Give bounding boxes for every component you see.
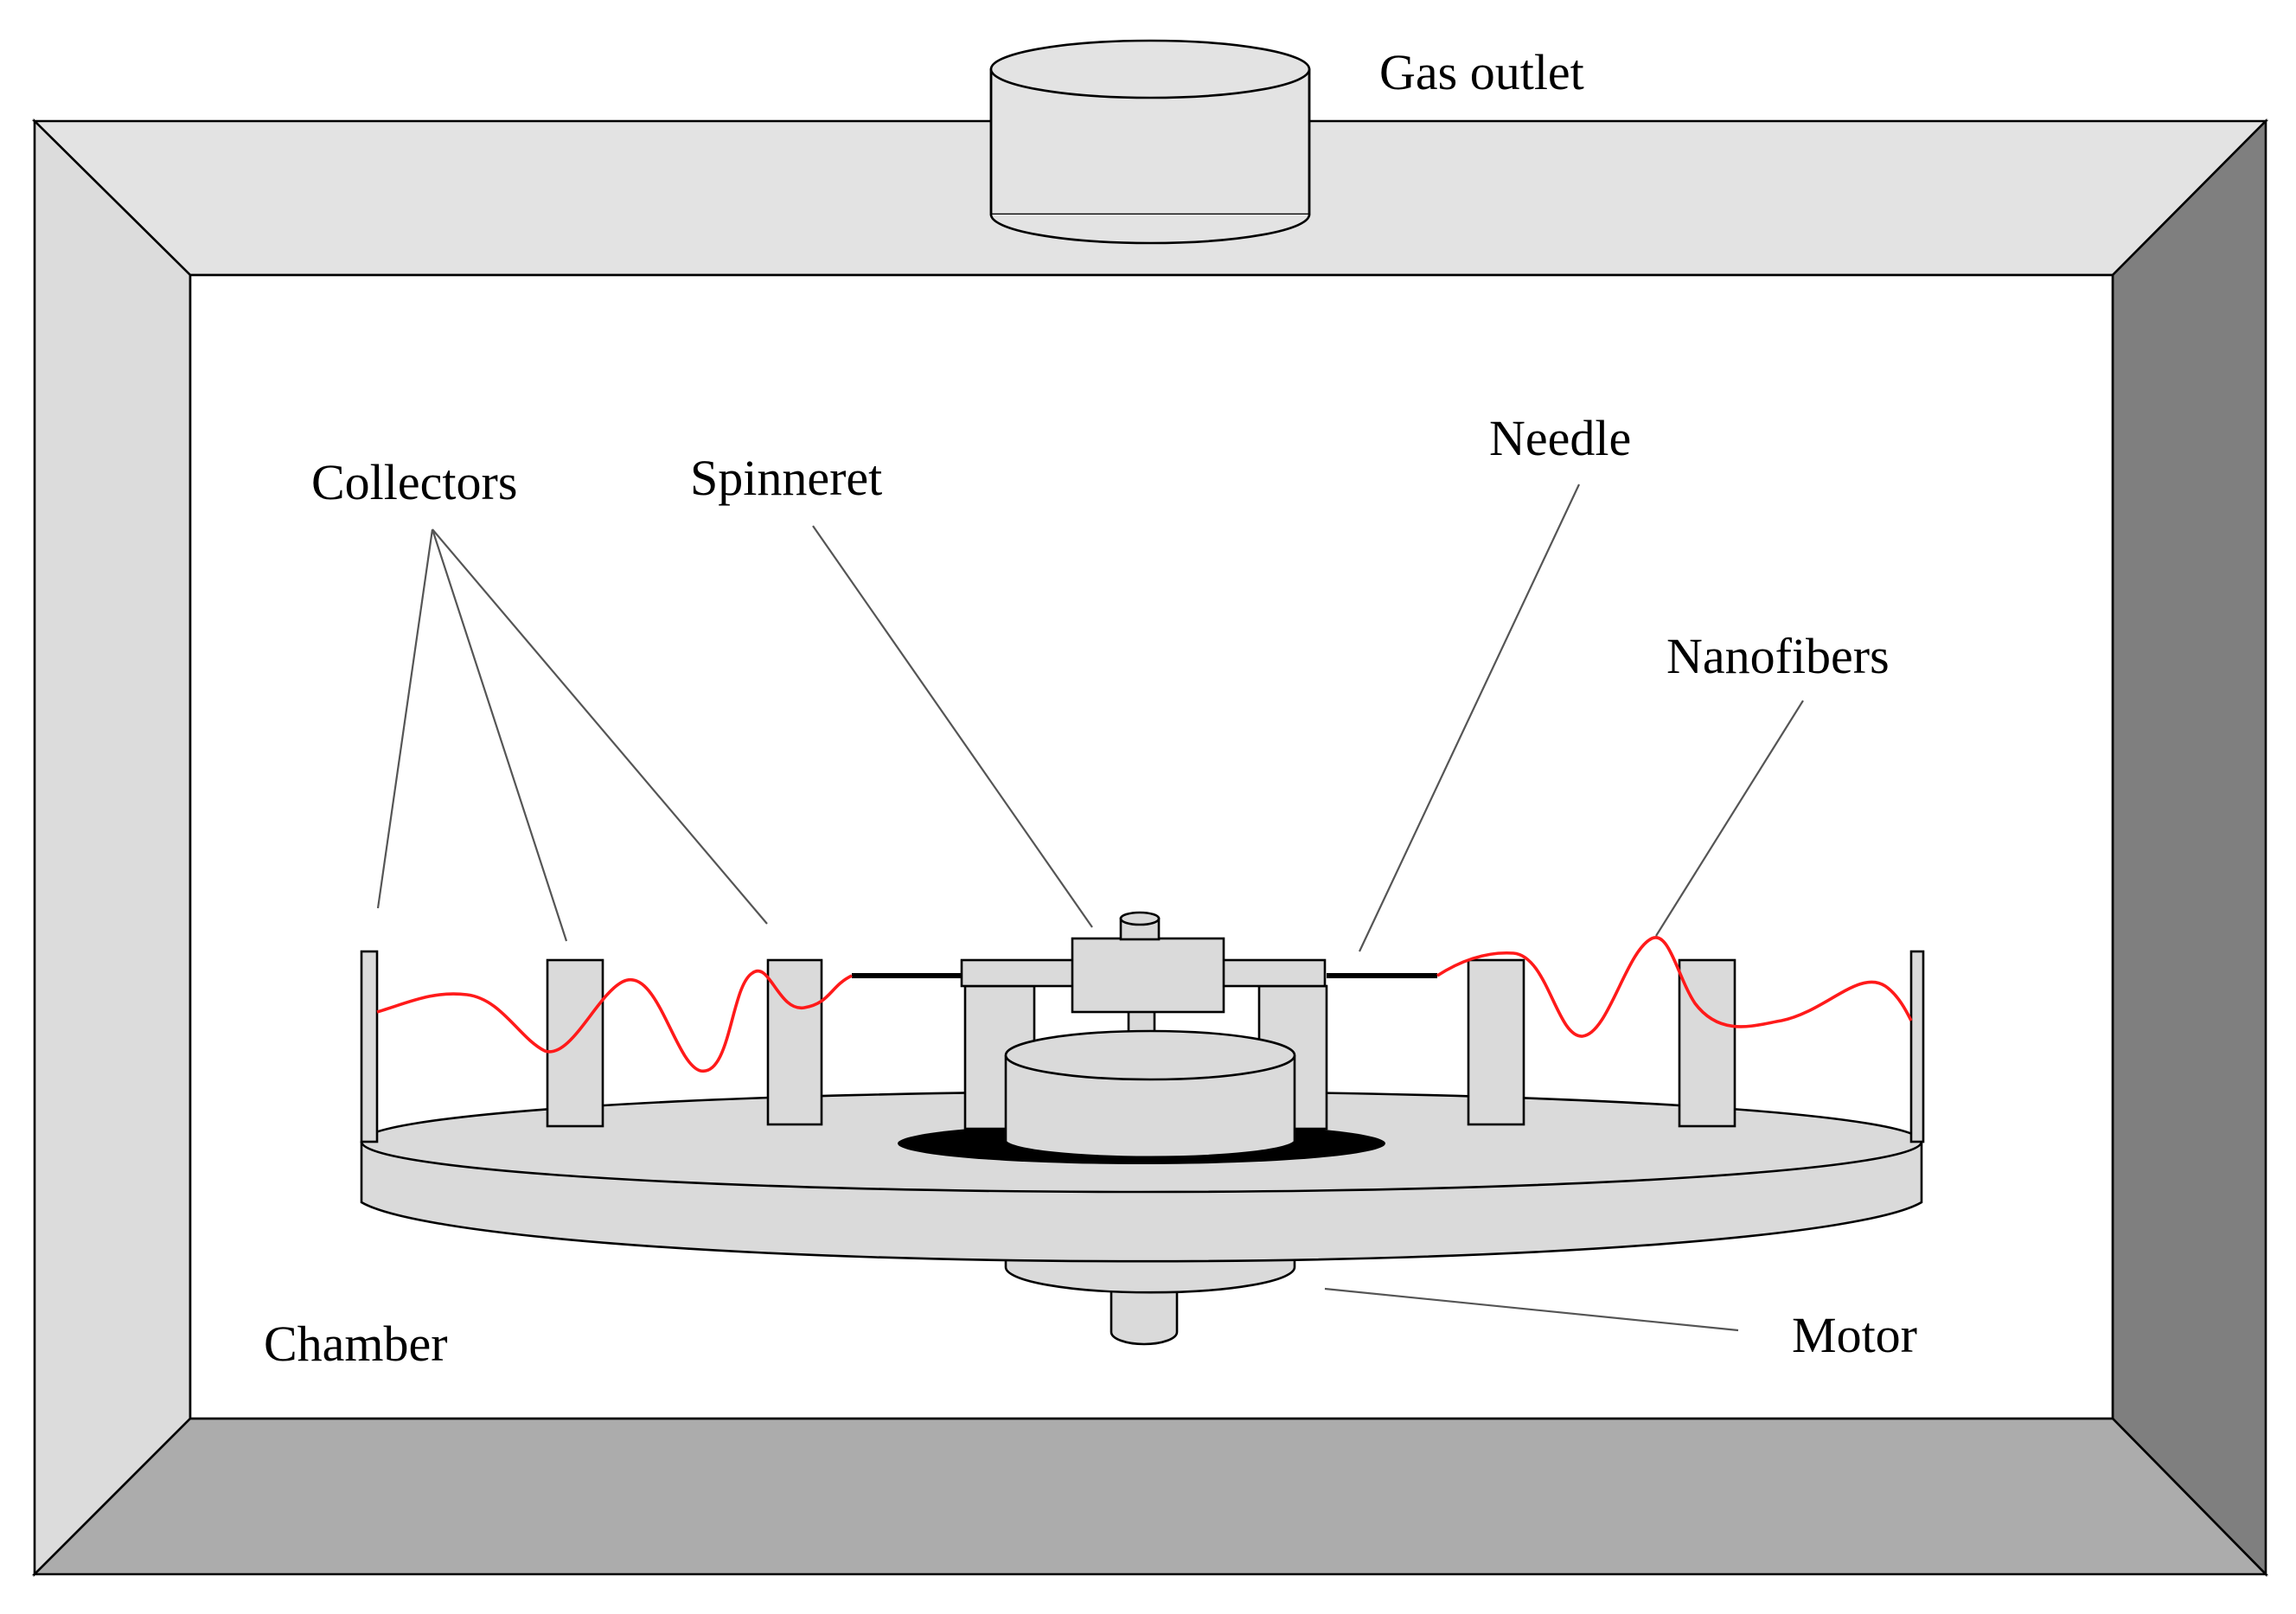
chamber-wall-bottom [31,1417,2269,1576]
gas-outlet-top [989,39,1311,99]
collector-outer-right [1909,950,1925,1143]
spinneret [960,911,1328,1159]
nanofibers [376,936,1913,1073]
label-needle: Needle [1489,410,1631,466]
nanofiber-left [376,969,853,1073]
label-motor: Motor [1792,1307,1917,1363]
collector-left-1 [546,958,604,1128]
collector-right-2 [1678,958,1736,1128]
leader-lines [376,484,1804,1332]
label-collectors: Collectors [311,454,517,510]
label-chamber: Chamber [264,1316,448,1372]
collectors-right [1467,950,1925,1143]
label-nanofibers: Nanofibers [1666,628,1890,684]
spinneret-cylinder-top [1004,1029,1296,1081]
label-gas-outlet: Gas outlet [1379,44,1584,100]
chamber-wall-left [33,118,192,1578]
collector-right-1 [1467,958,1525,1126]
collector-left-2 [766,958,823,1126]
gas-outlet [989,39,1311,245]
spinneret-head [1071,937,1225,1014]
label-spinneret: Spinneret [690,450,882,506]
nanofiber-right [1436,936,1913,1038]
collectors-left [360,950,823,1143]
chamber-wall-right [2111,118,2267,1578]
collector-outer-left [360,950,379,1143]
